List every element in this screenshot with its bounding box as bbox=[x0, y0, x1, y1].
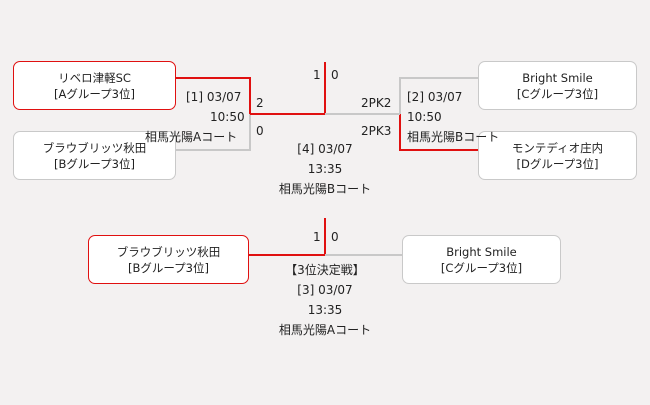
sf2-time: 10:50 bbox=[407, 110, 442, 124]
team-group: [Bグループ3位] bbox=[128, 260, 209, 275]
third-place-title: 【3位決定戦】 bbox=[285, 263, 365, 277]
team-name: ブラウブリッツ秋田 bbox=[116, 244, 221, 259]
team-card-montedio[interactable]: モンテディオ庄内 [Dグループ3位] bbox=[478, 131, 637, 180]
team-group: [Dグループ3位] bbox=[516, 156, 599, 171]
team-name: モンテディオ庄内 bbox=[511, 140, 604, 155]
team-group: [Aグループ3位] bbox=[54, 86, 135, 101]
team-card-brightsmile[interactable]: Bright Smile [Cグループ3位] bbox=[478, 61, 637, 110]
team-group: [Cグループ3位] bbox=[516, 86, 599, 101]
sf2-lose-line bbox=[399, 77, 478, 114]
third-match-no-date: [3] 03/07 bbox=[297, 283, 353, 297]
third-team-card-blaublitz[interactable]: ブラウブリッツ秋田 [Bグループ3位] bbox=[88, 235, 249, 284]
team-card-liberotsugaru[interactable]: リベロ津軽SC [Aグループ3位] bbox=[13, 61, 176, 110]
sf2-score-bottom: 2PK3 bbox=[361, 124, 392, 138]
sf1-venue: 相馬光陽Aコート bbox=[145, 130, 238, 144]
sf1-score-bottom: 0 bbox=[256, 124, 264, 138]
final-time: 13:35 bbox=[307, 162, 343, 176]
final-match-no-date: [4] 03/07 bbox=[297, 142, 353, 156]
final-score-left: 1 bbox=[313, 68, 321, 82]
sf1-time: 10:50 bbox=[210, 110, 245, 124]
sf2-venue: 相馬光陽Bコート bbox=[407, 130, 500, 144]
team-name: リベロ津軽SC bbox=[58, 70, 131, 85]
team-name: ブラウブリッツ秋田 bbox=[42, 140, 147, 155]
third-score-left: 1 bbox=[313, 230, 321, 244]
third-team-card-brightsmile[interactable]: Bright Smile [Cグループ3位] bbox=[402, 235, 561, 284]
final-score-right: 0 bbox=[331, 68, 339, 82]
team-group: [Cグループ3位] bbox=[440, 260, 523, 275]
third-venue: 相馬光陽Aコート bbox=[278, 323, 372, 337]
sf1-lose-line bbox=[176, 114, 251, 151]
sf2-score-top: 2PK2 bbox=[361, 96, 392, 110]
team-group: [Bグループ3位] bbox=[54, 156, 135, 171]
sf1-score-top: 2 bbox=[256, 96, 264, 110]
sf1-match-no-date: [1] 03/07 bbox=[186, 90, 242, 104]
sf2-win-line bbox=[399, 114, 478, 151]
sf1-win-line bbox=[176, 77, 251, 114]
third-score-right: 0 bbox=[331, 230, 339, 244]
third-time: 13:35 bbox=[307, 303, 343, 317]
team-name: Bright Smile bbox=[522, 70, 593, 85]
team-name: Bright Smile bbox=[446, 244, 517, 259]
final-venue: 相馬光陽Bコート bbox=[278, 182, 372, 196]
sf2-match-no-date: [2] 03/07 bbox=[407, 90, 463, 104]
team-card-blaublitz[interactable]: ブラウブリッツ秋田 [Bグループ3位] bbox=[13, 131, 176, 180]
